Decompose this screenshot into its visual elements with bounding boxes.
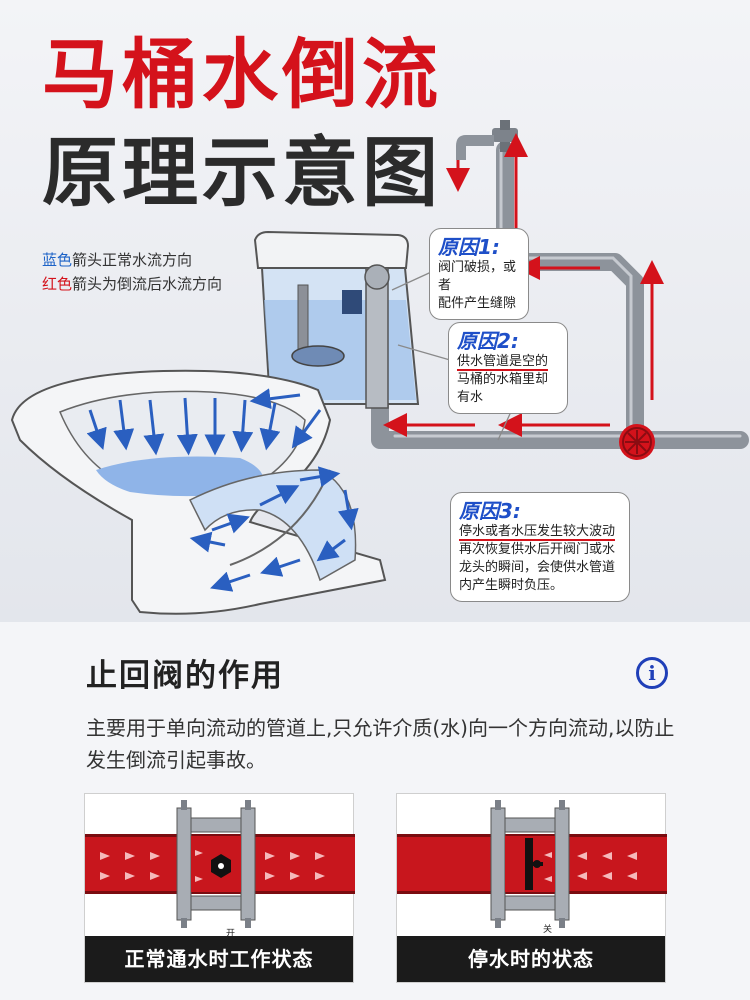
callout-reason-1-title: 原因1: <box>438 235 500 259</box>
legend-red-text: 箭头为倒流后水流方向 <box>72 275 223 293</box>
valve-open-illustration <box>85 800 355 928</box>
valve-closed-illustration <box>397 800 667 928</box>
valve-closed-label: 关 <box>543 925 553 935</box>
callout-reason-1-line1: 阀门破损，或者 <box>438 260 517 293</box>
section-description: 主要用于单向流动的管道上,只允许介质(水)向一个方向流动,以防止发生倒流引起事故… <box>86 716 675 772</box>
info-icon[interactable]: i <box>636 657 668 689</box>
legend-red-word: 红色 <box>42 275 73 293</box>
callout-reason-2-title: 原因2: <box>457 329 519 353</box>
toilet-bowl <box>10 369 387 615</box>
valve-disc-open-icon <box>211 854 231 878</box>
callout-reason-2-line2: 马桶的水箱里却有水 <box>457 372 549 405</box>
legend-red: 红色箭头为倒流后水流方向 <box>42 274 222 294</box>
diagram-area: 马桶水倒流 原理示意图 蓝色箭头正常水流方向 红色箭头为倒流后水流方向 <box>0 0 750 622</box>
callout-reason-3-line3: 龙头的瞬间，会使供水管道 <box>459 560 616 575</box>
callout-reason-3: 原因3: 停水或者水压发生较大波动 再次恢复供水后开阀门或水 龙头的瞬间，会使供… <box>450 492 630 602</box>
callout-reason-3-line2: 再次恢复供水后开阀门或水 <box>459 542 616 557</box>
panel-valve-closed-caption: 停水时的状态 <box>397 936 665 982</box>
legend-blue-text: 箭头正常水流方向 <box>72 251 193 269</box>
panel-valve-open-caption: 正常通水时工作状态 <box>85 936 353 982</box>
callout-reason-3-title: 原因3: <box>459 499 521 523</box>
legend-blue: 蓝色箭头正常水流方向 <box>42 250 192 270</box>
normal-flow-arrows <box>86 388 359 592</box>
page-title-line1: 马桶水倒流 <box>42 30 442 119</box>
valve-open-label: 开 <box>226 929 236 939</box>
callout-reason-1-line2: 配件产生缝隙 <box>438 296 517 311</box>
legend-blue-word: 蓝色 <box>42 251 73 269</box>
toilet-tank <box>253 230 420 409</box>
shutoff-valve-icon <box>619 424 655 460</box>
page-title-line2: 原理示意图 <box>42 128 442 217</box>
callout-reason-3-line1: 停水或者水压发生较大波动 <box>459 524 616 541</box>
valve-disc-closed-icon <box>525 838 543 890</box>
panel-valve-open: 开 正常通水时工作状态 <box>84 793 355 983</box>
callout-reason-1: 原因1: 阀门破损，或者 配件产生缝隙 <box>429 228 529 320</box>
callout-reason-3-line4: 内产生瞬时负压。 <box>459 578 564 593</box>
toilet-plumbing-illustration <box>10 120 749 615</box>
section-title: 止回阀的作用 <box>86 658 284 694</box>
callout-reason-2-line1: 供水管道是空的 <box>457 354 549 371</box>
callout-reason-2: 原因2: 供水管道是空的 马桶的水箱里却有水 <box>448 322 568 414</box>
panel-valve-closed: 关 停水时的状态 <box>396 793 667 983</box>
